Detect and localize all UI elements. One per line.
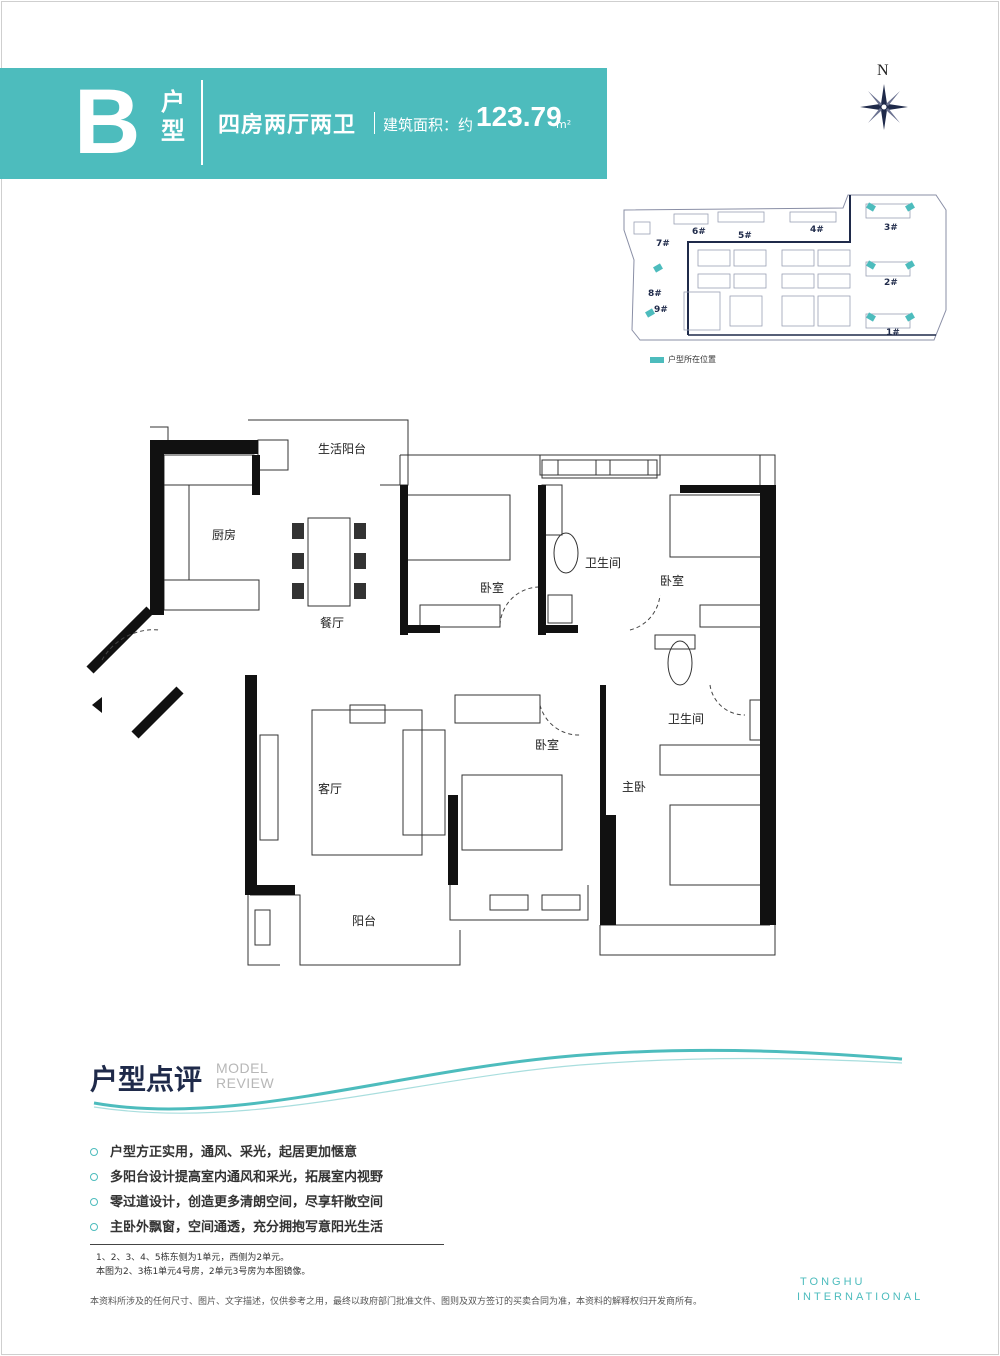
- review-point-text: 多阳台设计提高室内通风和采光，拓展室内视野: [110, 1170, 384, 1185]
- room-kitchen: 厨房: [212, 527, 236, 542]
- entrance-icon: [92, 697, 102, 713]
- review-points: 户型方正实用，通风、采光，起居更加惬意 多阳台设计提高室内通风和采光，拓展室内视…: [90, 1140, 383, 1240]
- room-master: 主卧: [622, 780, 646, 794]
- decorative-wave: [93, 1048, 903, 1114]
- brand-line1: TONGHU: [800, 1276, 866, 1288]
- room-bath-2: 卫生间: [668, 712, 704, 726]
- room-living-balcony: 生活阳台: [318, 441, 366, 456]
- unit-type-char2: 型: [161, 117, 185, 145]
- compass: N: [858, 62, 910, 132]
- site-map-legend: 户型所在位置: [650, 354, 716, 365]
- bullet-icon: [90, 1173, 98, 1181]
- layout-description: 四房两厅两卫: [218, 113, 357, 138]
- room-bedroom-ne: 卧室: [660, 573, 684, 588]
- legend-label: 户型所在位置: [668, 355, 716, 364]
- room-bedroom-south: 卧室: [535, 737, 559, 752]
- room-bedroom-north: 卧室: [480, 580, 504, 595]
- review-point-text: 主卧外飘窗，空间通透，充分拥抱写意阳光生活: [110, 1220, 384, 1235]
- review-en-line2: REVIEW: [216, 1075, 275, 1091]
- site-building-6: 6#: [692, 227, 706, 237]
- bullet-icon: [90, 1148, 98, 1156]
- site-building-1: 1#: [886, 328, 900, 338]
- bullet-icon: [90, 1198, 98, 1206]
- compass-north-label: N: [877, 62, 889, 79]
- unit-letter: B: [74, 71, 141, 173]
- unit-type-label: 户 型: [158, 88, 188, 146]
- compass-rose-icon: [860, 84, 908, 130]
- site-building-5: 5#: [738, 231, 752, 241]
- notes-divider: [90, 1244, 444, 1245]
- area-label: 建筑面积：约: [383, 116, 474, 134]
- bullet-icon: [90, 1223, 98, 1231]
- room-living: 客厅: [318, 781, 342, 796]
- site-building-8: 8#: [648, 289, 662, 299]
- review-point: 主卧外飘窗，空间通透，充分拥抱写意阳光生活: [90, 1215, 383, 1240]
- site-building-4: 4#: [810, 225, 824, 235]
- site-map: 1# 2# 3# 4# 5# 6# 7# 8# 9#: [623, 194, 947, 341]
- review-point: 户型方正实用，通风、采光，起居更加惬意: [90, 1140, 383, 1165]
- site-building-2: 2#: [884, 278, 898, 288]
- area-value: 123.79: [476, 101, 562, 132]
- review-point-text: 户型方正实用，通风、采光，起居更加惬意: [110, 1145, 358, 1160]
- unit-type-char1: 户: [161, 88, 185, 116]
- review-point: 多阳台设计提高室内通风和采光，拓展室内视野: [90, 1165, 383, 1190]
- site-building-9: 9#: [654, 305, 668, 315]
- room-dining: 餐厅: [320, 615, 344, 630]
- header-band: B 户 型 四房两厅两卫 建筑面积：约 123.79 m²: [0, 68, 607, 179]
- brand-line2: INTERNATIONAL: [797, 1291, 924, 1303]
- note-units: 1、2、3、4、5栋东侧为1单元，西侧为2单元。: [96, 1253, 290, 1263]
- site-building-7: 7#: [656, 239, 670, 249]
- review-point: 零过道设计，创造更多清朗空间，尽享轩敞空间: [90, 1190, 383, 1215]
- legend-swatch: [650, 356, 664, 363]
- floor-plan: 生活阳台 厨房 餐厅 卧室 卫生间 卧室 卫生间 客厅 卧室 主卧 阳台: [86, 419, 776, 966]
- disclaimer: 本资料所涉及的任何尺寸、图片、文字描述，仅供参考之用，最终以政府部门批准文件、图…: [90, 1297, 703, 1307]
- review-point-text: 零过道设计，创造更多清朗空间，尽享轩敞空间: [110, 1195, 384, 1210]
- review-title: 户型点评: [90, 1063, 203, 1096]
- area-unit: m²: [556, 118, 572, 131]
- note-mirror: 本图为2、3栋1单元4号房，2单元3号房为本图镜像。: [96, 1267, 311, 1277]
- header-divider: [201, 80, 203, 165]
- site-building-3: 3#: [884, 223, 898, 233]
- header-divider-small: [374, 112, 375, 134]
- review-title-en: MODEL REVIEW: [216, 1061, 274, 1091]
- review-en-line1: MODEL: [216, 1060, 269, 1076]
- room-balcony: 阳台: [352, 913, 376, 928]
- room-bath-1: 卫生间: [585, 556, 621, 570]
